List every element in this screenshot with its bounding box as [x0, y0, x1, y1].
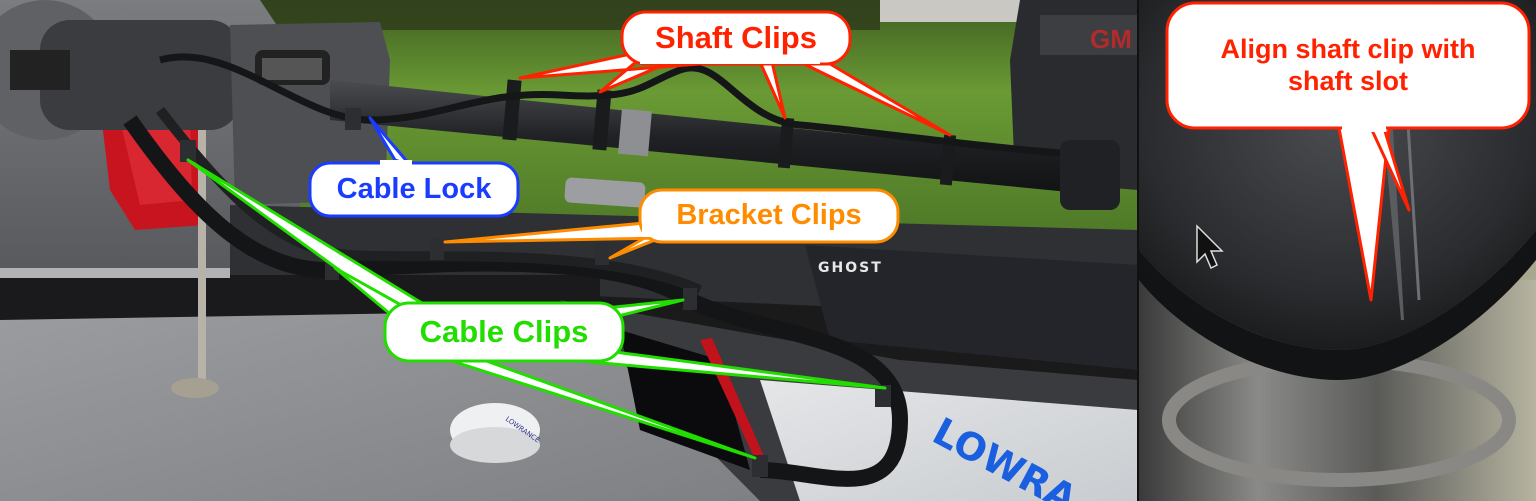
align-label-line2: shaft slot — [1287, 65, 1408, 96]
cable-lock-label: Cable Lock — [336, 172, 492, 205]
mouse-cursor-icon — [1196, 224, 1224, 270]
gas-strut — [564, 177, 646, 208]
gmc-badge: GM — [1090, 24, 1132, 54]
bracket-clip-1 — [430, 238, 444, 260]
motor-shaft — [330, 80, 1100, 195]
bracket-clips-bubble — [638, 188, 900, 244]
stow-pole — [198, 130, 206, 385]
cable-lock-callout — [308, 116, 520, 218]
cable-clips-callout — [186, 158, 887, 460]
bracket-clips-label: Bracket Clips — [676, 199, 862, 232]
shaft-clips-label: Shaft Clips — [655, 20, 817, 56]
align-callout — [1165, 1, 1531, 302]
shaft-clip-4 — [939, 134, 957, 186]
align-label: Align shaft clip with shaft slot — [1167, 3, 1529, 128]
ghost-label: GHOST — [818, 260, 883, 276]
cable-lock-bubble — [308, 161, 520, 218]
align-label-line1: Align shaft clip with — [1220, 34, 1476, 65]
shaft-clip-3 — [777, 117, 795, 169]
cable-bundle — [123, 115, 909, 487]
cable-clip-1 — [180, 140, 196, 162]
shaft-clips-callout — [518, 10, 952, 137]
shaft-end-bracket — [1060, 140, 1120, 210]
cable-clips-bubble — [383, 301, 625, 363]
cable-clip-4 — [875, 385, 891, 407]
cable-clip-3 — [683, 288, 697, 310]
cable-clip-5 — [752, 455, 768, 477]
main-photo-scene: GM GHOST — [0, 0, 1138, 501]
shaft-clip-2 — [592, 89, 612, 151]
power-cable — [159, 53, 1091, 159]
panel-divider — [1137, 0, 1140, 501]
shaft-clip-band — [1139, 230, 1536, 380]
shaft-collar — [618, 108, 652, 157]
main-photo-panel: GM GHOST — [0, 0, 1138, 501]
cable-lock-clip — [345, 108, 361, 130]
bracket-clips-callout — [443, 188, 900, 260]
closeup-scene — [1139, 0, 1536, 501]
bracket-clip-2 — [595, 243, 609, 265]
ghost-plate — [805, 245, 1138, 370]
cable-clips-label: Cable Clips — [419, 314, 589, 350]
closeup-photo-panel: Align shaft clip with shaft slot — [1139, 0, 1536, 501]
driveway — [880, 0, 1020, 22]
